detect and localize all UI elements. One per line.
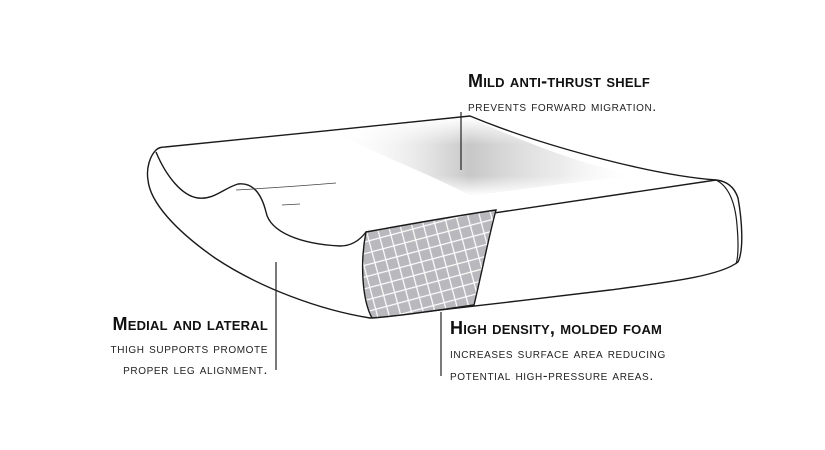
surface-stroke-2 [281, 203, 301, 206]
thigh-trough-contour [155, 151, 367, 247]
callout-text: potential high-pressure areas. [450, 367, 654, 383]
callout-text: prevents forward migration. [468, 97, 657, 114]
callout-title: Mild anti-thrust shelf [468, 71, 650, 91]
callout-text: thigh supports promote [110, 339, 268, 356]
callout-title: High density, molded foam [450, 318, 663, 338]
callout-thigh-supports: Medial and lateral thigh supports promot… [111, 313, 268, 379]
surface-stroke-1 [235, 182, 337, 191]
callout-title: Medial and lateral [112, 314, 268, 334]
callout-text: increases surface area reducing [450, 344, 666, 361]
foam-cutaway [361, 209, 497, 319]
callout-anti-thrust-shelf: Mild anti-thrust shelf prevents forward … [468, 70, 657, 115]
right-front-edge [715, 179, 739, 265]
shelf-fade [330, 118, 640, 195]
callout-molded-foam: High density, molded foam increases surf… [450, 317, 666, 385]
callout-text: proper leg alignment. [123, 361, 268, 377]
